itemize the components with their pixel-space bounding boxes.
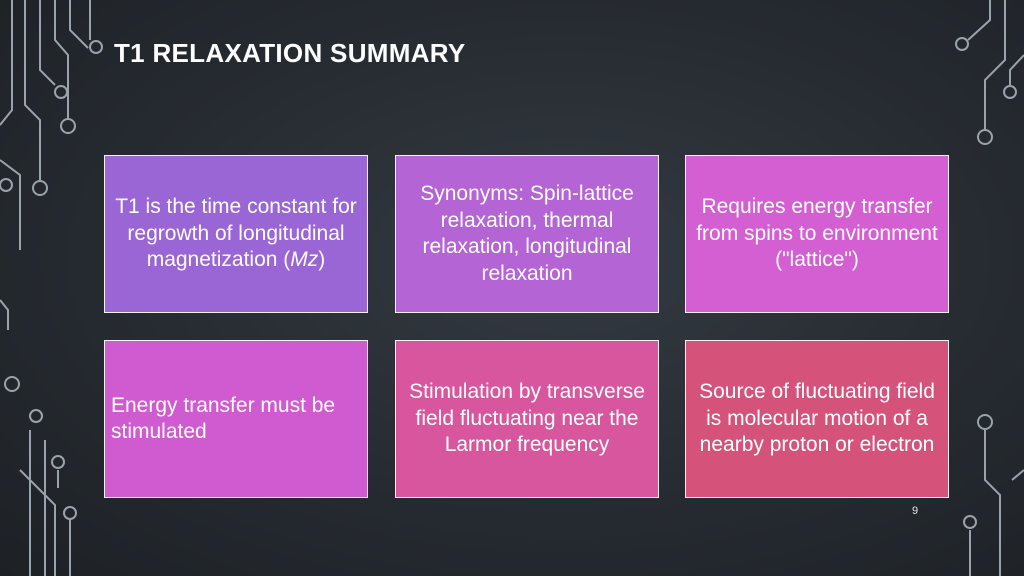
circuit-lines-top-right	[967, 0, 1024, 130]
card-synonyms: Synonyms: Spin-lattice relaxation, therm…	[395, 155, 659, 313]
card-text: Stimulation by transverse field fluctuat…	[409, 380, 645, 457]
card-energy-transfer-requirement: Requires energy transfer from spins to e…	[685, 155, 949, 313]
card-energy-transfer-stimulated: Energy transfer must be stimulated	[104, 340, 368, 498]
card-text-post: )	[318, 248, 326, 272]
circuit-nodes-bottom-right	[963, 414, 993, 529]
card-text-em: Mz	[290, 248, 319, 272]
summary-grid: T1 is the time constant for regrowth of …	[104, 155, 950, 499]
card-t1-definition: T1 is the time constant for regrowth of …	[104, 155, 368, 313]
card-text: Requires energy transfer from spins to e…	[696, 195, 938, 272]
page-number: 9	[912, 505, 919, 517]
circuit-lines-bottom-left	[0, 299, 71, 576]
card-text: Source of fluctuating field is molecular…	[699, 380, 935, 457]
card-fluctuating-field-source: Source of fluctuating field is molecular…	[685, 340, 949, 498]
card-stimulation: Stimulation by transverse field fluctuat…	[395, 340, 659, 498]
card-text-pre: T1 is the time constant for regrowth of …	[115, 195, 357, 272]
circuit-nodes-bottom-left	[4, 376, 77, 520]
card-text: Energy transfer must be stimulated	[111, 393, 336, 444]
card-text: T1 is the time constant for regrowth of …	[111, 194, 361, 274]
circuit-nodes-top-right	[955, 37, 1017, 145]
circuit-nodes-top-left	[0, 40, 103, 196]
circuit-lines-bottom-right	[969, 430, 1024, 576]
slide-title: T1 RELAXATION SUMMARY	[114, 38, 466, 68]
card-text: Synonyms: Spin-lattice relaxation, therm…	[420, 182, 634, 285]
circuit-lines-top-left	[0, 0, 91, 250]
